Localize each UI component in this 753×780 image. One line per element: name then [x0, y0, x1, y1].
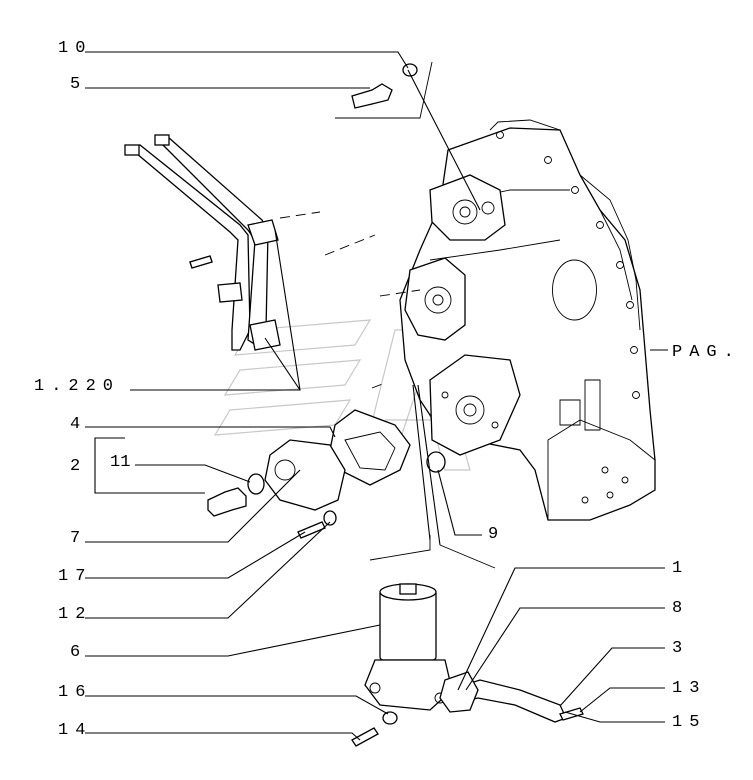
- leader-lines: [85, 51, 668, 741]
- callout-16: 16: [58, 683, 92, 702]
- callout-11: 11: [110, 453, 130, 472]
- washer-16: [382, 711, 398, 725]
- washer-10: [402, 63, 418, 77]
- callout-1: 1: [672, 559, 689, 578]
- callout-13: 13: [672, 679, 706, 698]
- bolt-17: [297, 521, 326, 539]
- o-ring-11: [247, 473, 265, 495]
- callout-9: 9: [488, 525, 505, 544]
- callout-4: 4: [70, 415, 87, 434]
- callout-page-ref: PAG.: [672, 343, 741, 362]
- callout-6: 6: [70, 643, 87, 662]
- callout-10: 10: [58, 39, 92, 58]
- callout-14: 14: [58, 721, 92, 740]
- cover-7: [264, 439, 346, 511]
- flange-1-8: [439, 671, 479, 713]
- o-ring-9: [426, 451, 446, 473]
- callout-15: 15: [672, 713, 706, 732]
- callout-12: 12: [58, 605, 92, 624]
- callout-7: 7: [70, 529, 87, 548]
- bolt-14: [351, 727, 379, 747]
- callout-3: 3: [672, 639, 689, 658]
- callout-8: 8: [672, 599, 689, 618]
- callout-5: 5: [70, 75, 87, 94]
- bolt-left: [189, 255, 213, 269]
- plug-5: [351, 83, 393, 109]
- callout-17: 17: [58, 567, 92, 586]
- housing-filter-pad: [429, 354, 521, 456]
- upper-flange: [429, 174, 506, 241]
- callout-2: 2: [70, 457, 87, 476]
- fitting-2: [207, 487, 247, 517]
- callout-labels: 10 5 1.220 4 2 11 7 17 12 6 16 14 1 8 3 …: [34, 39, 741, 740]
- middle-flange: [404, 257, 466, 341]
- washer-12: [323, 510, 337, 526]
- assembly-guides: [94, 61, 496, 569]
- callout-1-220: 1.220: [34, 377, 120, 396]
- filter-6: [364, 583, 453, 711]
- dipstick-tube-assembly: [124, 134, 281, 351]
